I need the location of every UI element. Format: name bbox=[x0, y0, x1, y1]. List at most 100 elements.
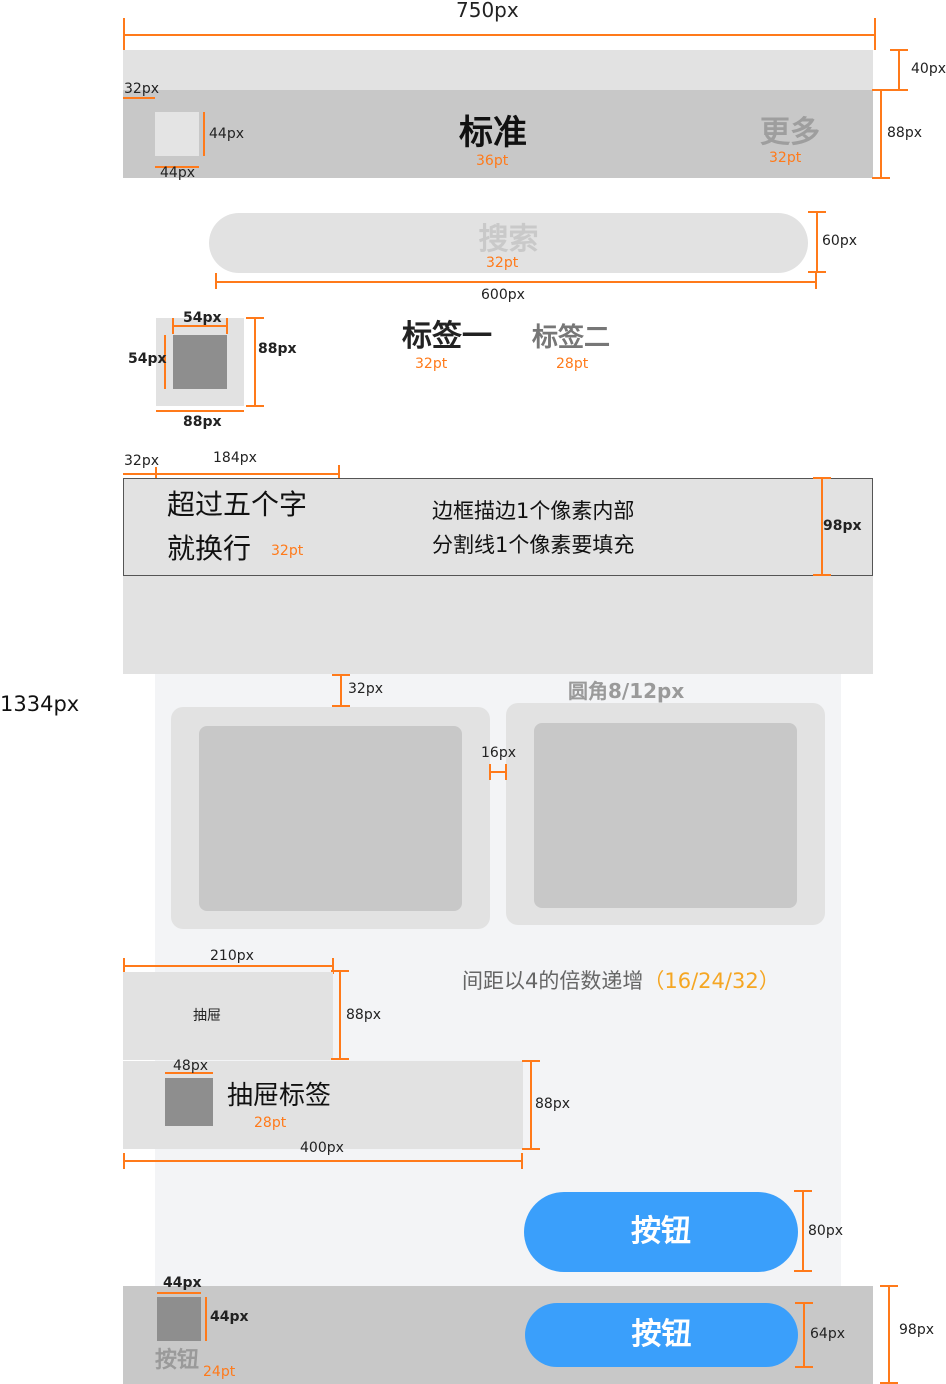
primary-button-height-label: 80px bbox=[808, 1223, 843, 1239]
more-size-label: 32pt bbox=[769, 150, 802, 166]
drawer-height-label: 88px bbox=[346, 1007, 381, 1023]
cell-height-label: 98px bbox=[823, 518, 862, 534]
nav-left-margin-line bbox=[123, 97, 155, 99]
cell-text-line1: 超过五个字 bbox=[167, 488, 308, 521]
list-cell[interactable] bbox=[123, 478, 873, 576]
drawer-height-tick bbox=[331, 1058, 349, 1060]
more-button[interactable]: 更多 bbox=[760, 115, 820, 150]
status-bar-dim-line bbox=[898, 50, 900, 90]
cards-top-gap-label: 32px bbox=[348, 681, 383, 697]
search-height-label: 60px bbox=[822, 233, 857, 249]
drawer[interactable]: 抽屉 bbox=[123, 972, 333, 1060]
search-width-tick bbox=[215, 273, 217, 289]
status-bar-dim-tick bbox=[890, 89, 908, 91]
cell-note-line2: 分割线1个像素要填充 bbox=[432, 533, 635, 557]
gray-block bbox=[123, 576, 873, 674]
cell-width-label: 184px bbox=[213, 450, 257, 466]
cell-text-line2: 就换行 bbox=[167, 532, 252, 565]
icon-outer-h-line bbox=[254, 318, 256, 406]
primary-button-height-tick bbox=[794, 1190, 812, 1192]
width-dimension-tick-right bbox=[874, 18, 876, 50]
cards-gap-label: 16px bbox=[481, 745, 516, 761]
tab-icon[interactable] bbox=[157, 1297, 201, 1341]
primary-button-height-tick bbox=[794, 1270, 812, 1272]
drawer-label: 抽屉 bbox=[193, 1008, 221, 1024]
drawer-tag-icon-label: 48px bbox=[173, 1058, 208, 1074]
cell-note-line1: 边框描边1个像素内部 bbox=[432, 499, 635, 523]
cell-height-line bbox=[821, 478, 823, 576]
nav-height-line bbox=[880, 90, 882, 178]
tab-bar-height-tick bbox=[880, 1285, 898, 1287]
search-height-line bbox=[816, 212, 818, 272]
icon-outer-h-tick bbox=[246, 317, 264, 319]
drawer-width-line bbox=[123, 965, 333, 967]
tab-item-size: 24pt bbox=[203, 1364, 236, 1380]
icon-inner-w-line bbox=[173, 325, 227, 327]
tab-bar-height-label: 98px bbox=[899, 1322, 934, 1338]
drawer-tag-label: 抽屉标签 bbox=[227, 1081, 332, 1111]
drawer-tag-height-line bbox=[530, 1061, 532, 1149]
tab-bar-height-tick bbox=[880, 1382, 898, 1384]
drawer-width-tick bbox=[123, 958, 125, 974]
nav-icon-w-line bbox=[155, 166, 199, 168]
spacing-note-values: （16/24/32） bbox=[643, 969, 780, 993]
cell-left-margin-label: 32px bbox=[124, 453, 159, 469]
width-750-label: 750px bbox=[456, 0, 519, 22]
icon-outer-h-tick bbox=[246, 405, 264, 407]
cell-width-line bbox=[123, 473, 339, 475]
drawer-height-tick bbox=[331, 970, 349, 972]
search-size-label: 32pt bbox=[486, 255, 519, 271]
drawer-tag-height-label: 88px bbox=[535, 1096, 570, 1112]
nav-bar bbox=[123, 90, 873, 178]
tab-two[interactable]: 标签二 bbox=[532, 323, 611, 353]
tab-icon-h-line bbox=[205, 1297, 207, 1341]
screen-height-label: 1334px bbox=[0, 692, 80, 716]
spacing-note: 间距以4的倍数递增（16/24/32） bbox=[462, 971, 780, 992]
tab-bar-button-height-tick bbox=[795, 1366, 813, 1368]
tab-one-size: 32pt bbox=[415, 356, 448, 372]
nav-icon-w-label: 44px bbox=[160, 165, 195, 181]
tab-bar-button[interactable]: 按钮 bbox=[525, 1303, 798, 1367]
tab-two-size: 28pt bbox=[556, 356, 589, 372]
cell-width-tick bbox=[155, 467, 157, 483]
tab-one[interactable]: 标签一 bbox=[402, 319, 492, 354]
nav-icon-h-line bbox=[203, 112, 205, 156]
nav-height-tick bbox=[872, 89, 890, 91]
icon-inner-w-tick bbox=[226, 318, 228, 334]
status-bar-height-label: 40px bbox=[911, 61, 946, 77]
primary-button[interactable]: 按钮 bbox=[524, 1192, 798, 1272]
search-input[interactable]: 搜索 bbox=[209, 213, 808, 273]
title-size-label: 36pt bbox=[476, 153, 509, 169]
back-icon[interactable] bbox=[155, 112, 199, 156]
drawer-width-label: 210px bbox=[210, 948, 254, 964]
cards-top-gap-tick bbox=[332, 705, 350, 707]
drawer-tag-size: 28pt bbox=[254, 1115, 287, 1131]
drawer-tag-icon-line bbox=[165, 1072, 213, 1074]
search-height-tick bbox=[808, 211, 826, 213]
drawer-height-line bbox=[339, 971, 341, 1059]
tab-bar-button-height-line bbox=[803, 1303, 805, 1367]
cards-top-gap-tick bbox=[332, 674, 350, 676]
drawer-tag-width-line bbox=[123, 1160, 523, 1162]
icon-inner-w-tick bbox=[172, 318, 174, 334]
icon-inner-h-line bbox=[164, 335, 166, 389]
search-height-tick bbox=[808, 271, 826, 273]
width-dimension-tick-left bbox=[123, 18, 125, 50]
cell-text-size: 32pt bbox=[271, 543, 304, 559]
cell-width-tick bbox=[338, 465, 340, 481]
tab-bar-button-height-tick bbox=[795, 1302, 813, 1304]
spacing-note-text: 间距以4的倍数递增 bbox=[462, 969, 644, 993]
tab-icon-h-label: 44px bbox=[210, 1309, 249, 1325]
width-dimension-line bbox=[123, 34, 876, 36]
search-placeholder: 搜索 bbox=[478, 222, 539, 257]
status-bar bbox=[123, 50, 873, 90]
nav-height-label: 88px bbox=[887, 125, 922, 141]
cards-gap-line bbox=[490, 771, 506, 773]
tab-icon-w-line bbox=[157, 1292, 201, 1294]
primary-button-height-line bbox=[802, 1191, 804, 1271]
drawer-tag-height-tick bbox=[522, 1148, 540, 1150]
drawer-width-tick bbox=[332, 958, 334, 974]
cards-gap-tick bbox=[505, 764, 507, 780]
tab-item-label[interactable]: 按钮 bbox=[155, 1348, 200, 1373]
nav-left-margin-label: 32px bbox=[124, 81, 159, 97]
